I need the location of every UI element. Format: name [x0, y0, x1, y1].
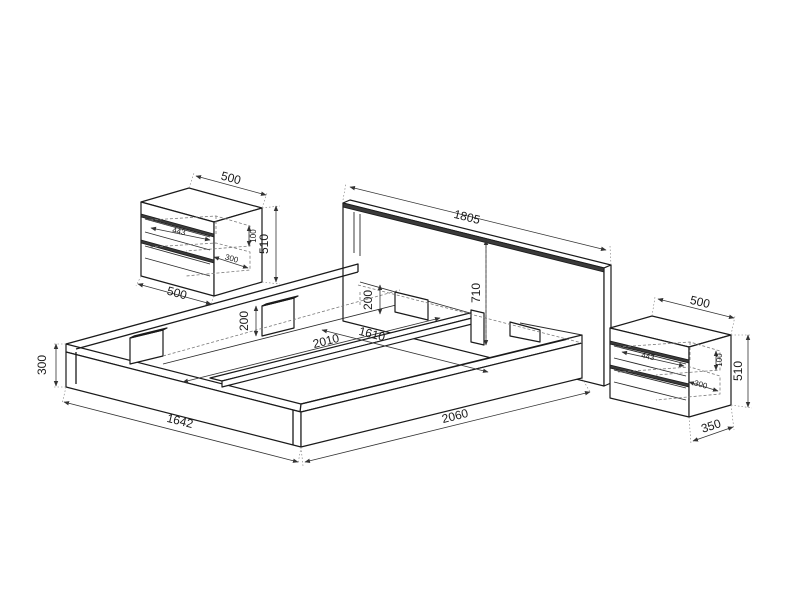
dim-left-drawer-height: 100 [249, 229, 258, 243]
dim-right-top-width: 500 [689, 293, 712, 311]
dim-left-drawer-depth: 300 [224, 253, 240, 265]
dim-inner-width: 1610 [357, 324, 387, 344]
dim-frame-length: 2060 [440, 406, 470, 426]
dim-right-height: 510 [731, 361, 745, 381]
dim-support-front: 200 [237, 311, 251, 331]
dim-left-bottom-width: 500 [166, 284, 189, 303]
bed-dimensions: 1805 710 2060 1642 300 2010 1610 200 200 [35, 182, 612, 467]
dim-left-height: 510 [257, 234, 271, 254]
right-nightstand [609, 315, 732, 418]
left-nightstand [140, 187, 263, 297]
dim-right-drawer-width: 443 [640, 351, 655, 363]
dim-support-back: 200 [361, 290, 375, 310]
dim-left-drawer-width: 443 [171, 226, 186, 238]
right-nightstand-dimensions: 500 510 350 443 100 300 [621, 293, 753, 445]
left-nightstand-dimensions: 500 500 510 443 100 300 [135, 169, 281, 307]
dim-frame-height: 300 [35, 355, 49, 375]
dim-headboard-width: 1805 [452, 207, 482, 227]
dim-left-top-width: 500 [220, 169, 243, 188]
dim-right-drawer-height: 100 [715, 353, 724, 367]
dim-right-depth: 350 [699, 416, 723, 436]
dim-headboard-height: 710 [469, 283, 483, 303]
dim-right-drawer-depth: 300 [693, 379, 709, 391]
dim-frame-width: 1642 [165, 411, 195, 431]
